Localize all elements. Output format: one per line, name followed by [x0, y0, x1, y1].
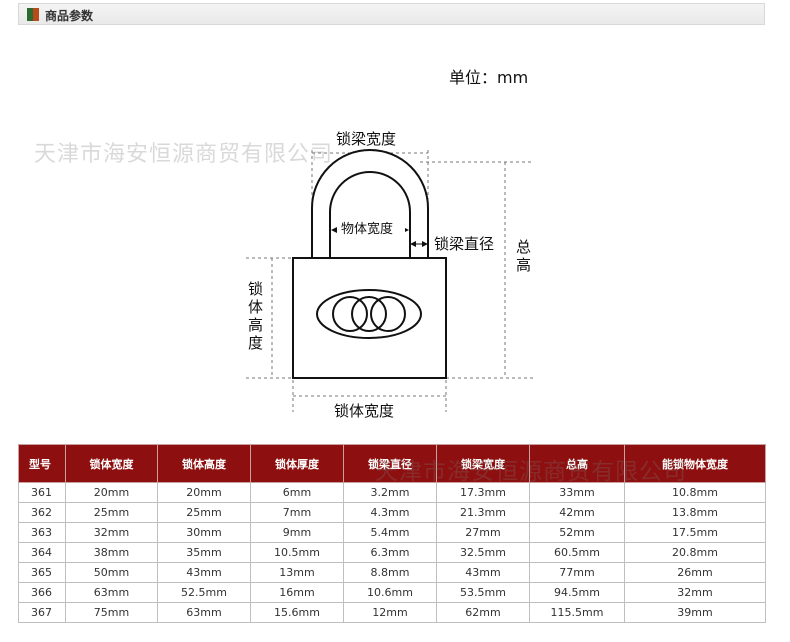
body-height-label-4: 度: [248, 334, 263, 352]
table-cell: 10.5mm: [250, 542, 344, 563]
table-cell: 32.5mm: [436, 542, 530, 563]
table-cell: 42mm: [529, 502, 625, 523]
dimension-guides: [246, 150, 533, 412]
table-cell: 39mm: [624, 602, 766, 623]
table-cell: 27mm: [436, 522, 530, 543]
table-cell: 17.3mm: [436, 482, 530, 503]
body-inner-width-label: 物体宽度: [341, 221, 393, 237]
table-cell: 366: [18, 582, 66, 603]
total-height-label-2: 高: [516, 256, 531, 274]
table-cell: 13.8mm: [624, 502, 766, 523]
body-height-label-1: 锁: [248, 280, 263, 298]
table-cell: 363: [18, 522, 66, 543]
shackle-width-label: 锁梁宽度: [336, 130, 396, 148]
lock-body-shape: [292, 257, 447, 379]
header-model: 型号: [18, 444, 66, 483]
table-header-row: 型号 锁体宽度 锁体高度 锁体厚度 锁梁直径 锁梁宽度 总高 能锁物体宽度: [18, 444, 766, 483]
table-cell: 362: [18, 502, 66, 523]
table-cell: 30mm: [157, 522, 251, 543]
table-cell: 16mm: [250, 582, 344, 603]
shackle-shape: [311, 149, 429, 259]
lock-emblem-ring-center: [351, 296, 387, 332]
table-cell: 3.2mm: [343, 482, 437, 503]
body-height-label-2: 体: [248, 298, 263, 316]
table-cell: 9mm: [250, 522, 344, 543]
lock-emblem-ring-left: [332, 296, 368, 332]
table-cell: 38mm: [65, 542, 158, 563]
body-width-label: 锁体宽度: [334, 402, 394, 420]
table-cell: 53.5mm: [436, 582, 530, 603]
table-cell: 25mm: [157, 502, 251, 523]
table-cell: 364: [18, 542, 66, 563]
shackle-diameter-label: 锁梁直径: [434, 235, 494, 253]
table-cell: 21.3mm: [436, 502, 530, 523]
table-cell: 6mm: [250, 482, 344, 503]
table-cell: 17.5mm: [624, 522, 766, 543]
table-cell: 7mm: [250, 502, 344, 523]
table-cell: 12mm: [343, 602, 437, 623]
table-cell: 367: [18, 602, 66, 623]
table-cell: 4.3mm: [343, 502, 437, 523]
table-cell: 60.5mm: [529, 542, 625, 563]
lock-emblem-ellipse: [316, 289, 422, 339]
header-body-thickness: 锁体厚度: [250, 444, 344, 483]
table-cell: 94.5mm: [529, 582, 625, 603]
table-cell: 361: [18, 482, 66, 503]
section-header: 商品参数: [18, 3, 765, 25]
total-height-label-1: 总: [516, 238, 531, 256]
table-cell: 10.6mm: [343, 582, 437, 603]
table-cell: 62mm: [436, 602, 530, 623]
table-cell: 35mm: [157, 542, 251, 563]
table-cell: 26mm: [624, 562, 766, 583]
header-body-width: 锁体宽度: [65, 444, 158, 483]
header-shackle-diameter: 锁梁直径: [343, 444, 437, 483]
table-cell: 5.4mm: [343, 522, 437, 543]
table-cell: 33mm: [529, 482, 625, 503]
product-parameter-table: 型号 锁体宽度 锁体高度 锁体厚度 锁梁直径 锁梁宽度 总高 能锁物体宽度 36…: [18, 444, 766, 623]
header-total-height: 总高: [529, 444, 625, 483]
table-cell: 15.6mm: [250, 602, 344, 623]
table-cell: 365: [18, 562, 66, 583]
table-cell: 43mm: [436, 562, 530, 583]
table-cell: 6.3mm: [343, 542, 437, 563]
unit-label: 单位：mm: [449, 68, 529, 87]
table-cell: 77mm: [529, 562, 625, 583]
body-height-label-3: 高: [248, 316, 263, 334]
table-cell: 20.8mm: [624, 542, 766, 563]
table-cell: 10.8mm: [624, 482, 766, 503]
table-cell: 20mm: [157, 482, 251, 503]
section-title: 商品参数: [45, 9, 94, 23]
lock-emblem-ring-right: [370, 296, 406, 332]
table-cell: 32mm: [65, 522, 158, 543]
table-cell: 25mm: [65, 502, 158, 523]
table-cell: 32mm: [624, 582, 766, 603]
table-cell: 50mm: [65, 562, 158, 583]
table-cell: 52.5mm: [157, 582, 251, 603]
header-lockable-width: 能锁物体宽度: [624, 444, 766, 483]
table-cell: 52mm: [529, 522, 625, 543]
header-body-height: 锁体高度: [157, 444, 251, 483]
header-shackle-width: 锁梁宽度: [436, 444, 530, 483]
table-cell: 75mm: [65, 602, 158, 623]
table-cell: 43mm: [157, 562, 251, 583]
table-cell: 8.8mm: [343, 562, 437, 583]
padlock-dimension-diagram: 锁梁宽度 物体宽度 锁梁直径 总 高 锁 体 高 度 锁体宽度: [246, 130, 533, 420]
table-cell: 13mm: [250, 562, 344, 583]
table-cell: 115.5mm: [529, 602, 625, 623]
table-cell: 20mm: [65, 482, 158, 503]
section-flag-icon: [27, 8, 39, 21]
table-cell: 63mm: [65, 582, 158, 603]
table-cell: 63mm: [157, 602, 251, 623]
